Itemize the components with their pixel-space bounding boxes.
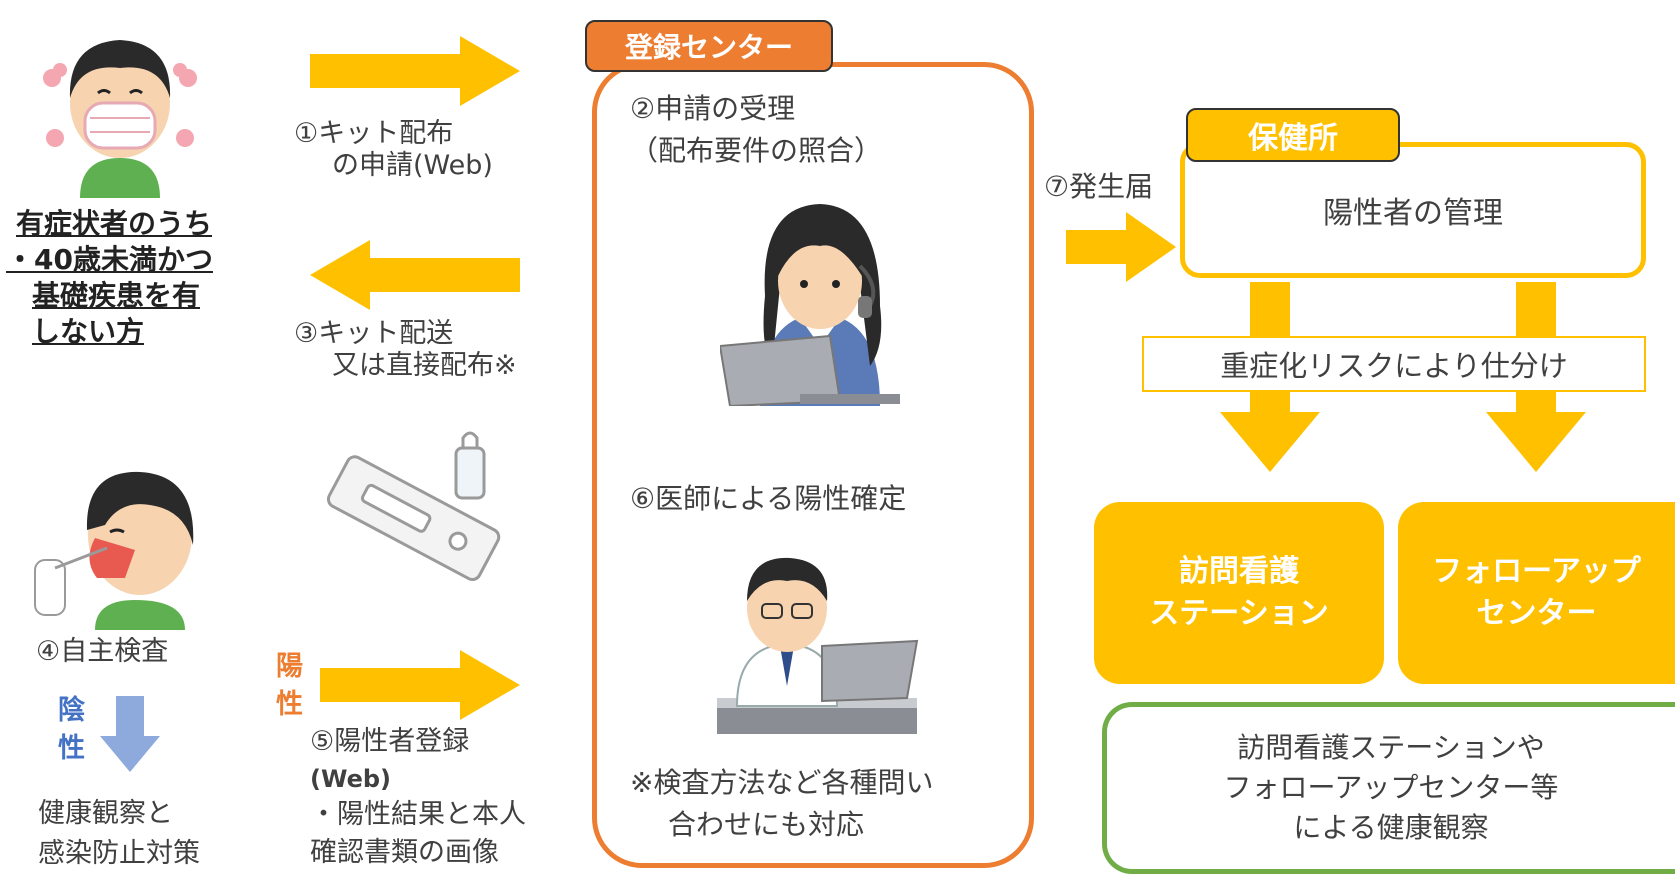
step2-line: （配布要件の照合） <box>630 134 883 167</box>
doctor-illustration <box>712 546 922 736</box>
patient-title-line: しない方 <box>32 315 145 348</box>
registration-note: ※検査方法など各種問い 合わせにも対応 <box>630 762 933 846</box>
arrow-right-icon <box>310 36 520 106</box>
step5-label: ⑤陽性者登録 (Web) ・陽性結果と本人 確認書類の画像 <box>310 722 526 872</box>
observation-line: 訪問看護ステーションや <box>1237 731 1545 764</box>
positive-label: 陽 性 <box>276 648 303 724</box>
registration-center-box <box>592 62 1034 868</box>
followup-center-line: フォローアップ <box>1432 554 1641 589</box>
step3-line: 又は直接配布※ <box>332 350 517 382</box>
step2-label: ②申請の受理 （配布要件の照合） <box>630 88 882 172</box>
health-observation-box: 訪問看護ステーションや フォローアップセンター等 による健康観察 <box>1102 702 1675 874</box>
patient-illustration <box>30 8 210 198</box>
arrow-right-icon <box>320 650 520 720</box>
arrow-right-icon <box>1066 212 1176 282</box>
step5-line: 確認書類の画像 <box>310 837 499 868</box>
followup-center-box: フォローアップ センター <box>1398 502 1675 684</box>
registration-center-title: 登録センター <box>585 20 833 72</box>
observation-line: フォローアップセンター等 <box>1223 771 1559 804</box>
positive-label-line: 性 <box>276 689 303 720</box>
step5-line: ⑤陽性者登録 <box>310 726 470 757</box>
note-line: 合わせにも対応 <box>668 808 865 841</box>
note-line: ※検査方法など各種問い <box>630 766 934 799</box>
triage-text: 重症化リスクにより仕分け <box>1220 349 1568 383</box>
step4-label: ④自主検査 <box>36 636 169 667</box>
followup-center-line: センター <box>1476 596 1597 631</box>
step3-label: ③キット配送 又は直接配布※ <box>294 318 517 383</box>
self-test-illustration <box>25 450 215 630</box>
negative-label-line: 陰 <box>58 695 85 726</box>
arrow-down-icon <box>100 696 160 772</box>
negative-label-line: 性 <box>58 733 85 764</box>
health-center-box: 陽性者の管理 <box>1180 142 1646 278</box>
step1-line: ①キット配布 <box>294 118 454 149</box>
nursing-station-line: ステーション <box>1149 596 1329 631</box>
nursing-station-box: 訪問看護 ステーション <box>1094 502 1384 684</box>
patient-title-line: 基礎疾患を有 <box>32 279 201 312</box>
observation-line: による健康観察 <box>1293 811 1489 844</box>
step3-line: ③キット配送 <box>294 318 454 349</box>
negative-label: 陰 性 <box>58 692 85 768</box>
operator-illustration <box>718 196 910 408</box>
negative-result-line: 健康観察と <box>38 798 173 829</box>
step7-label: ⑦発生届 <box>1044 170 1154 203</box>
step5-line: (Web) <box>310 765 392 793</box>
patient-title-line: ・40歳未満かつ <box>6 243 213 276</box>
positive-label-line: 陽 <box>276 651 303 682</box>
health-center-title: 保健所 <box>1186 108 1400 162</box>
negative-result-line: 感染防止対策 <box>38 838 200 869</box>
step2-line: ②申請の受理 <box>630 92 796 125</box>
step1-label: ①キット配布 の申請(Web) <box>294 118 493 183</box>
registration-center-title-text: 登録センター <box>624 31 793 64</box>
step1-line: の申請(Web) <box>332 150 493 182</box>
patient-title: 有症状者のうち ・40歳未満かつ 基礎疾患を有 しない方 <box>6 206 246 350</box>
arrow-left-icon <box>310 240 520 310</box>
nursing-station-line: 訪問看護 <box>1179 554 1299 589</box>
triage-box: 重症化リスクにより仕分け <box>1142 336 1646 392</box>
negative-result: 健康観察と 感染防止対策 <box>38 794 200 874</box>
step6-label: ⑥医師による陽性確定 <box>630 482 907 515</box>
patient-title-line: 有症状者のうち <box>16 207 213 240</box>
test-kit-illustration <box>318 428 508 588</box>
health-center-title-text: 保健所 <box>1248 121 1338 156</box>
step5-line: ・陽性結果と本人 <box>310 799 526 830</box>
positive-management-text: 陽性者の管理 <box>1323 196 1503 231</box>
